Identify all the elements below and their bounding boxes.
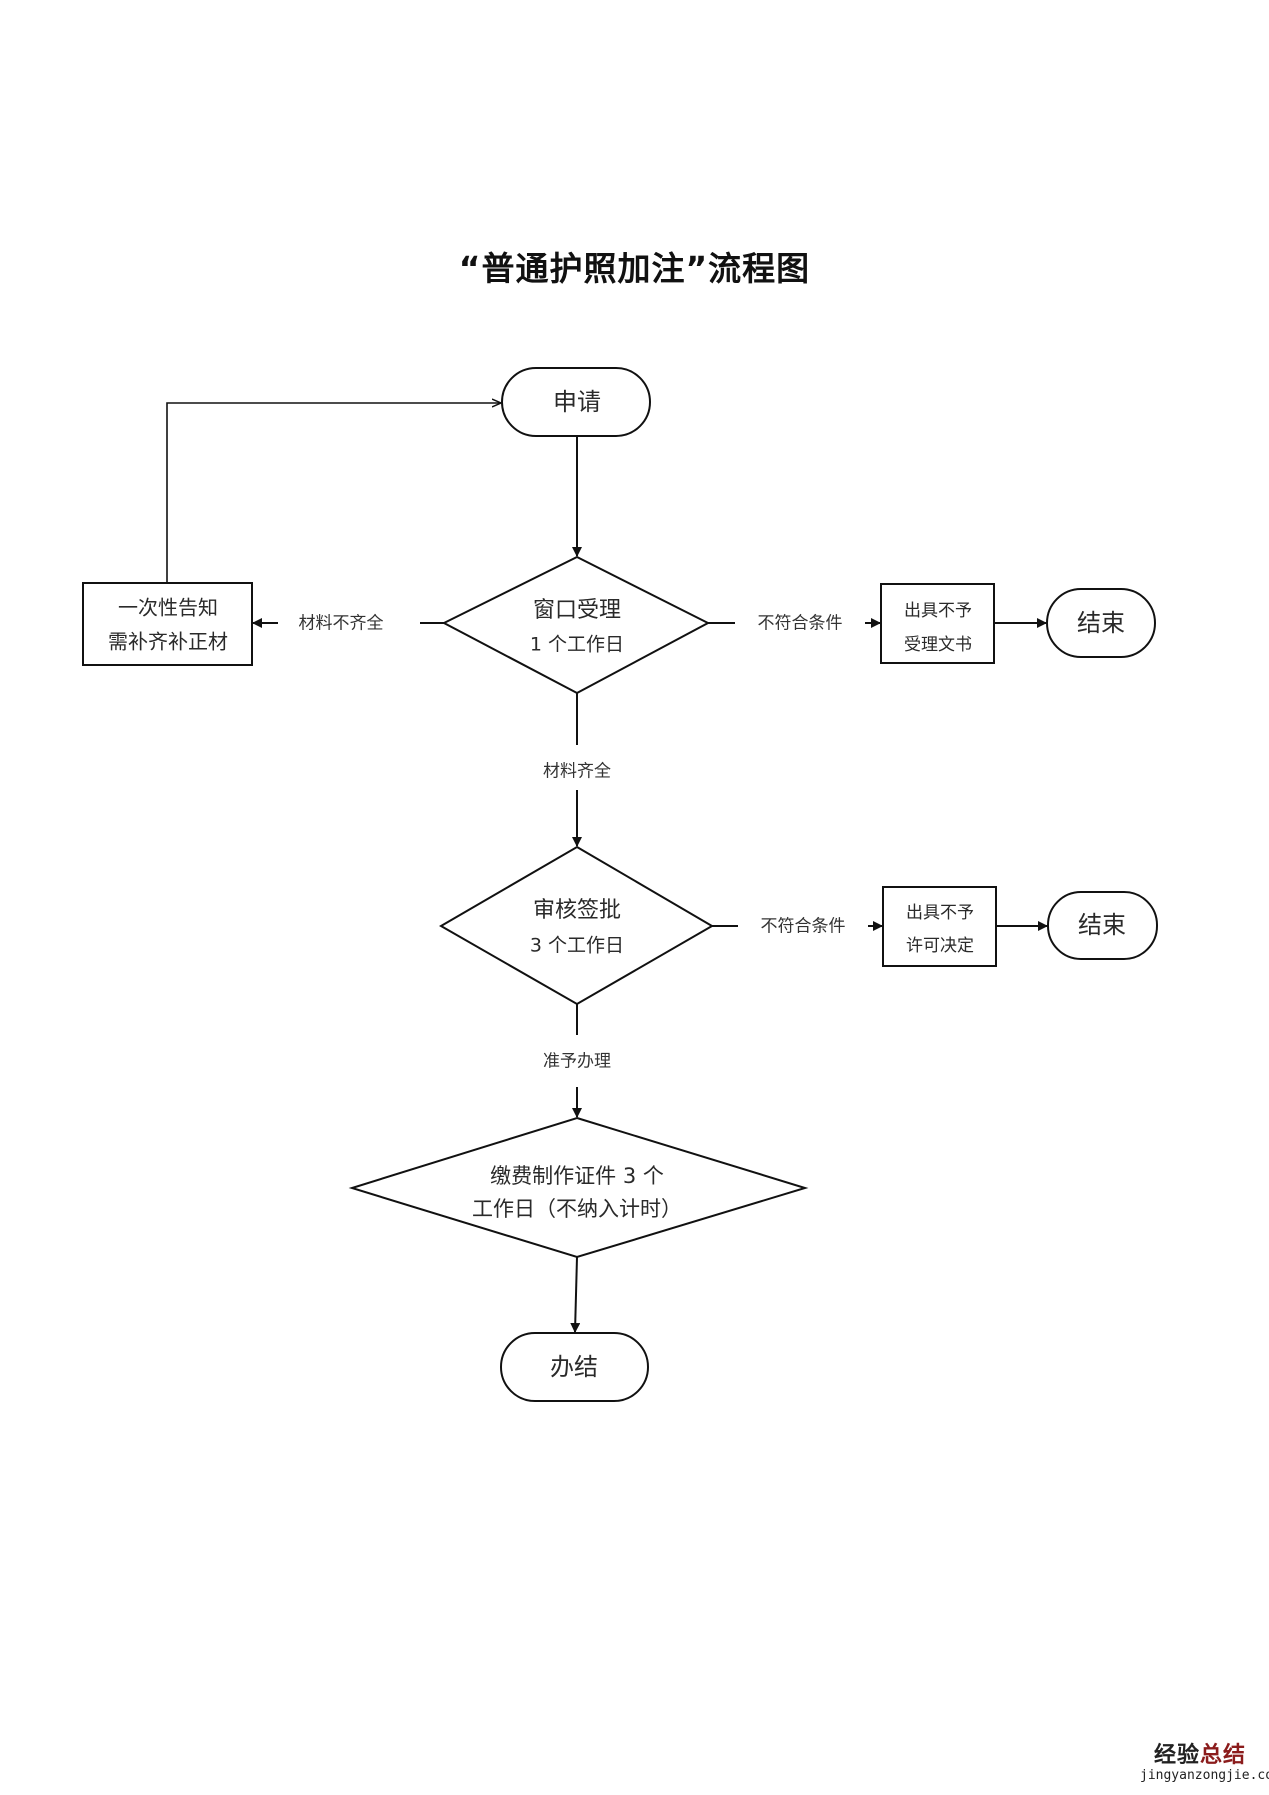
- node-notify-text-2: 需补齐补正材: [108, 630, 228, 654]
- node-notify-text-1: 一次性告知: [118, 596, 218, 620]
- node-reject-permit: [882, 886, 997, 967]
- node-reject-permit-text-2: 许可决定: [906, 936, 974, 956]
- node-reject-permit-text-1: 出具不予: [906, 903, 974, 923]
- node-apply-text: 申请: [553, 388, 601, 416]
- watermark-logo-text: 经验总结: [1140, 1744, 1260, 1768]
- node-reject-acceptance-text-2: 受理文书: [904, 635, 972, 655]
- node-end-1-text: 结束: [1077, 609, 1125, 637]
- node-review-text-1: 审核签批: [533, 898, 621, 923]
- page-title: “普通护照加注”流程图: [458, 249, 811, 288]
- node-end-1: [1046, 588, 1156, 658]
- edge-pay-completed: [570, 1256, 581, 1333]
- node-end-2: [1047, 891, 1158, 960]
- watermark-url: jingyanzongjie.com: [1140, 1768, 1269, 1783]
- node-reject-acceptance: [880, 583, 995, 664]
- node-window-accept-text-1: 窗口受理: [533, 598, 621, 623]
- node-window-accept-text-2: 1 个工作日: [530, 634, 624, 656]
- edge-label-unqualified-1: 不符合条件: [758, 614, 843, 634]
- node-pay-produce: [348, 1116, 809, 1259]
- node-window-accept: [441, 555, 711, 695]
- edge-label-approved: 准予办理: [543, 1052, 611, 1072]
- node-review-text-2: 3 个工作日: [530, 935, 624, 957]
- node-pay-text-1: 缴费制作证件 3 个: [490, 1164, 664, 1188]
- watermark-part2: 总结: [1200, 1743, 1247, 1768]
- edge-label-incomplete: 材料不齐全: [299, 614, 384, 634]
- node-notify-supplement: [82, 582, 253, 666]
- node-end-2-text: 结束: [1078, 911, 1126, 939]
- node-pay-text-2: 工作日（不纳入计时）: [472, 1197, 682, 1221]
- node-apply: [501, 367, 651, 437]
- node-completed: [500, 1332, 649, 1402]
- watermark: 经验总结 jingyanzongjie.com: [1140, 1744, 1269, 1784]
- edge-label-complete: 材料齐全: [543, 762, 611, 782]
- node-completed-text: 办结: [550, 1353, 598, 1381]
- node-review-approve: [438, 845, 714, 1006]
- edge-loop-back: [166, 403, 501, 583]
- node-reject-acceptance-text-1: 出具不予: [904, 601, 972, 621]
- edge-label-unqualified-2: 不符合条件: [761, 917, 846, 937]
- watermark-part1: 经验: [1153, 1743, 1200, 1768]
